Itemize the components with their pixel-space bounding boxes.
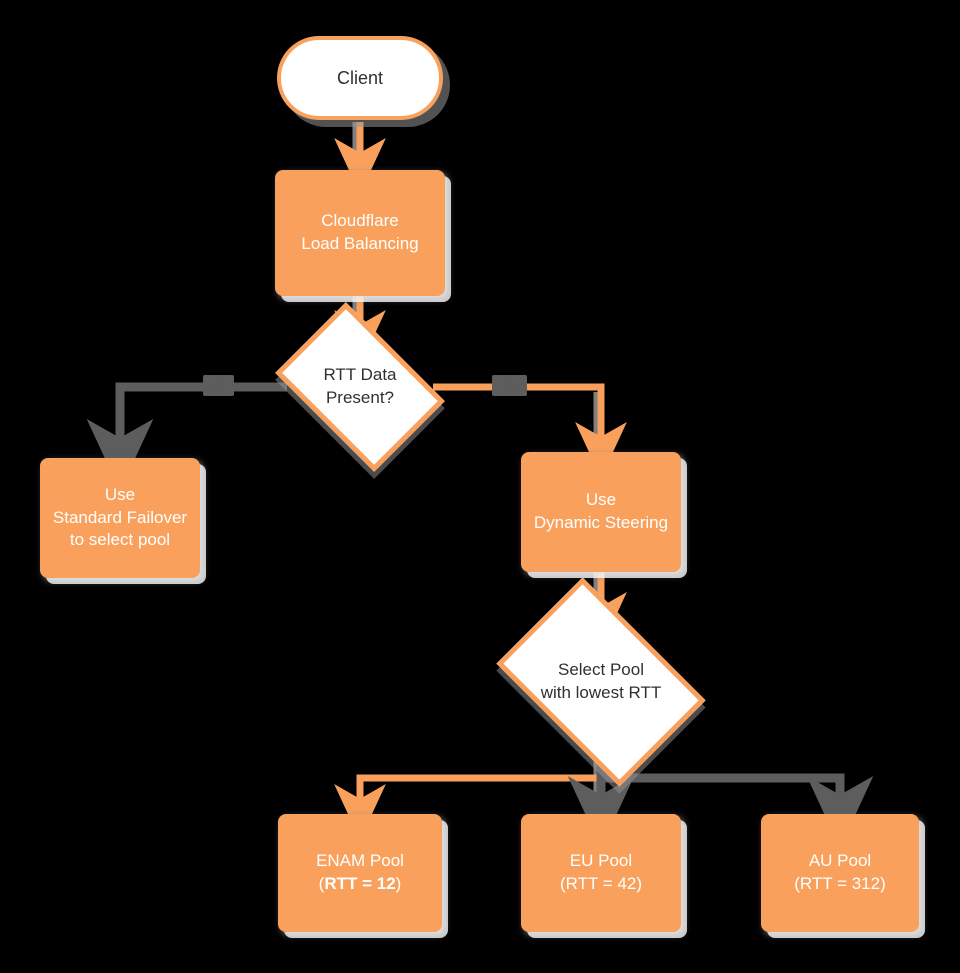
node-eu-label-line2: (RTT = 42)	[559, 874, 643, 893]
edge-label-no: No	[203, 375, 234, 396]
node-client-label: Client	[336, 67, 384, 88]
node-enam-paren-open: (	[318, 874, 325, 893]
node-use-standard-failover[interactable]: Use Standard Failover to select pool	[40, 458, 200, 578]
node-failover-label-line3: to select pool	[69, 530, 171, 550]
node-enam-rtt-value: RTT = 12	[324, 874, 396, 893]
node-au-label-line2: (RTT = 312)	[794, 874, 886, 893]
node-enam-label-line2: (RTT = 12)	[316, 873, 404, 896]
node-au-pool[interactable]: AU Pool (RTT = 312)	[761, 814, 919, 932]
node-dynamic-label-line2: Dynamic Steering	[533, 513, 669, 532]
node-client[interactable]: Client	[277, 36, 443, 120]
node-eu-pool[interactable]: EU Pool (RTT = 42)	[521, 814, 681, 932]
node-select-pool-label-line2: with lowest RTT	[540, 683, 662, 702]
node-enam-pool[interactable]: ENAM Pool (RTT = 12)	[278, 814, 442, 932]
node-failover-label-line2: Standard Failover	[52, 507, 188, 527]
node-enam-label-line1: ENAM Pool	[316, 851, 404, 871]
node-rtt-data-present[interactable]: RTT Data Present?	[275, 302, 445, 472]
node-lb-label-line1: Cloudflare	[321, 211, 399, 231]
node-select-pool-lowest-rtt[interactable]: Select Pool with lowest RTT	[496, 577, 706, 787]
node-rtt-present-label-line1: RTT Data	[323, 365, 397, 385]
node-lb-label-line2: Load Balancing	[301, 234, 419, 253]
edge-rtt-to-failover	[86, 382, 287, 491]
node-eu-label-line1: EU Pool	[569, 851, 633, 871]
node-au-label-line1: AU Pool	[808, 851, 872, 871]
edge-label-yes: Yes	[492, 375, 528, 396]
node-enam-paren-close: )	[395, 874, 402, 893]
node-rtt-present-label-line2: Present?	[325, 388, 395, 407]
edge-selectpool-to-au	[601, 773, 874, 848]
node-use-dynamic-steering[interactable]: Use Dynamic Steering	[521, 452, 681, 572]
node-failover-label-line1: Use	[104, 484, 136, 504]
edge-rtt-to-dynamic	[433, 383, 627, 478]
node-dynamic-label-line1: Use	[585, 490, 617, 510]
edge-selectpool-to-enam	[334, 742, 605, 840]
node-select-pool-label-line1: Select Pool	[557, 660, 644, 680]
node-cloudflare-load-balancing[interactable]: Cloudflare Load Balancing	[275, 170, 445, 296]
